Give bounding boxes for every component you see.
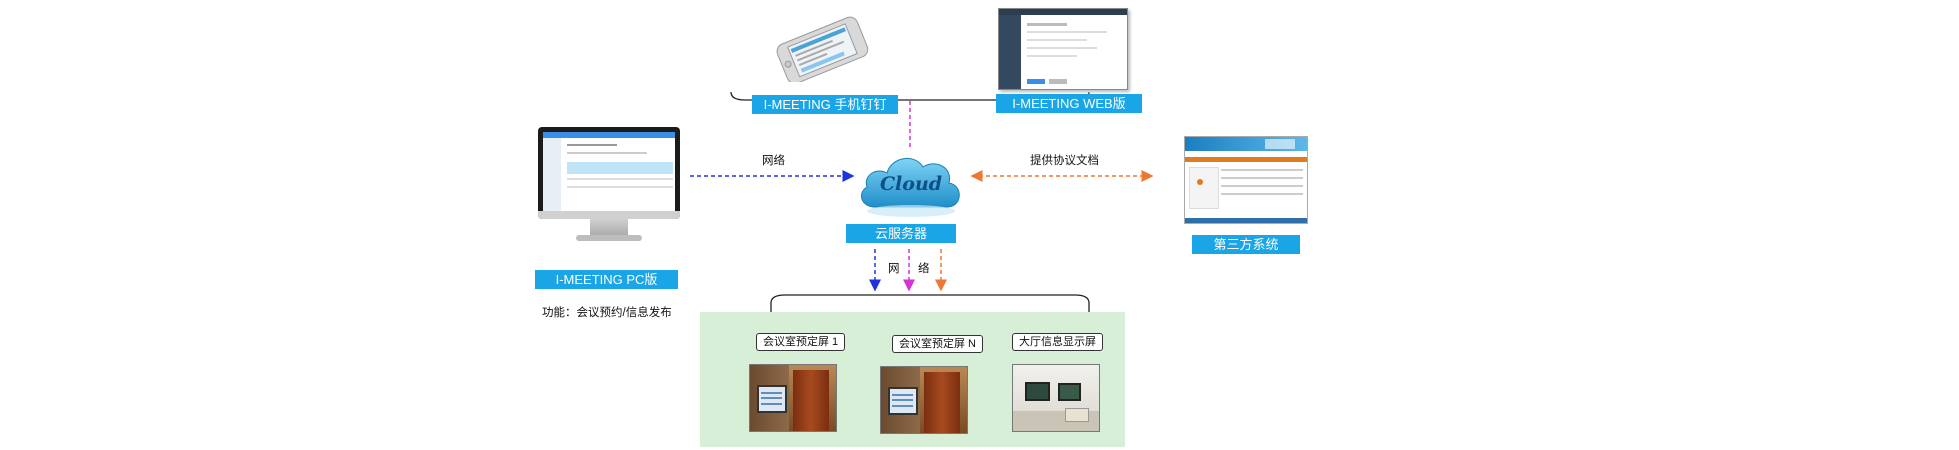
thirdparty-label: 第三方系统 [1192,235,1300,254]
bottom-bracket [770,294,1090,312]
pc-label: I-MEETING PC版 [535,270,678,289]
screen-photo-n [880,366,968,434]
screen-photo-hall [1012,364,1100,432]
screen-label-n: 会议室预定屏 N [892,335,983,353]
cloud-text: Cloud [879,173,943,195]
pc-monitor [538,127,680,247]
cloud-node: Cloud [855,145,967,223]
screen-label-1: 会议室预定屏 1 [756,333,846,351]
mobile-device [760,12,880,84]
edge-label-down-right: 络 [918,263,930,275]
mobile-label: I-MEETING 手机钉钉 [752,95,898,114]
pc-function-text: 功能：会议预约/信息发布 [542,307,672,319]
cloud-icon [860,158,960,217]
phone-icon [776,16,869,84]
edge-label-pc-network: 网络 [762,155,785,167]
thirdparty-screenshot [1184,136,1308,224]
cloud-label: 云服务器 [846,224,956,243]
screen-label-hall: 大厅信息显示屏 [1012,333,1103,351]
edge-label-down-left: 网 [888,263,900,275]
web-screenshot [998,8,1128,90]
edge-label-protocol-doc: 提供协议文档 [1030,155,1099,167]
web-label: I-MEETING WEB版 [996,94,1142,113]
screen-photo-1 [749,364,837,432]
